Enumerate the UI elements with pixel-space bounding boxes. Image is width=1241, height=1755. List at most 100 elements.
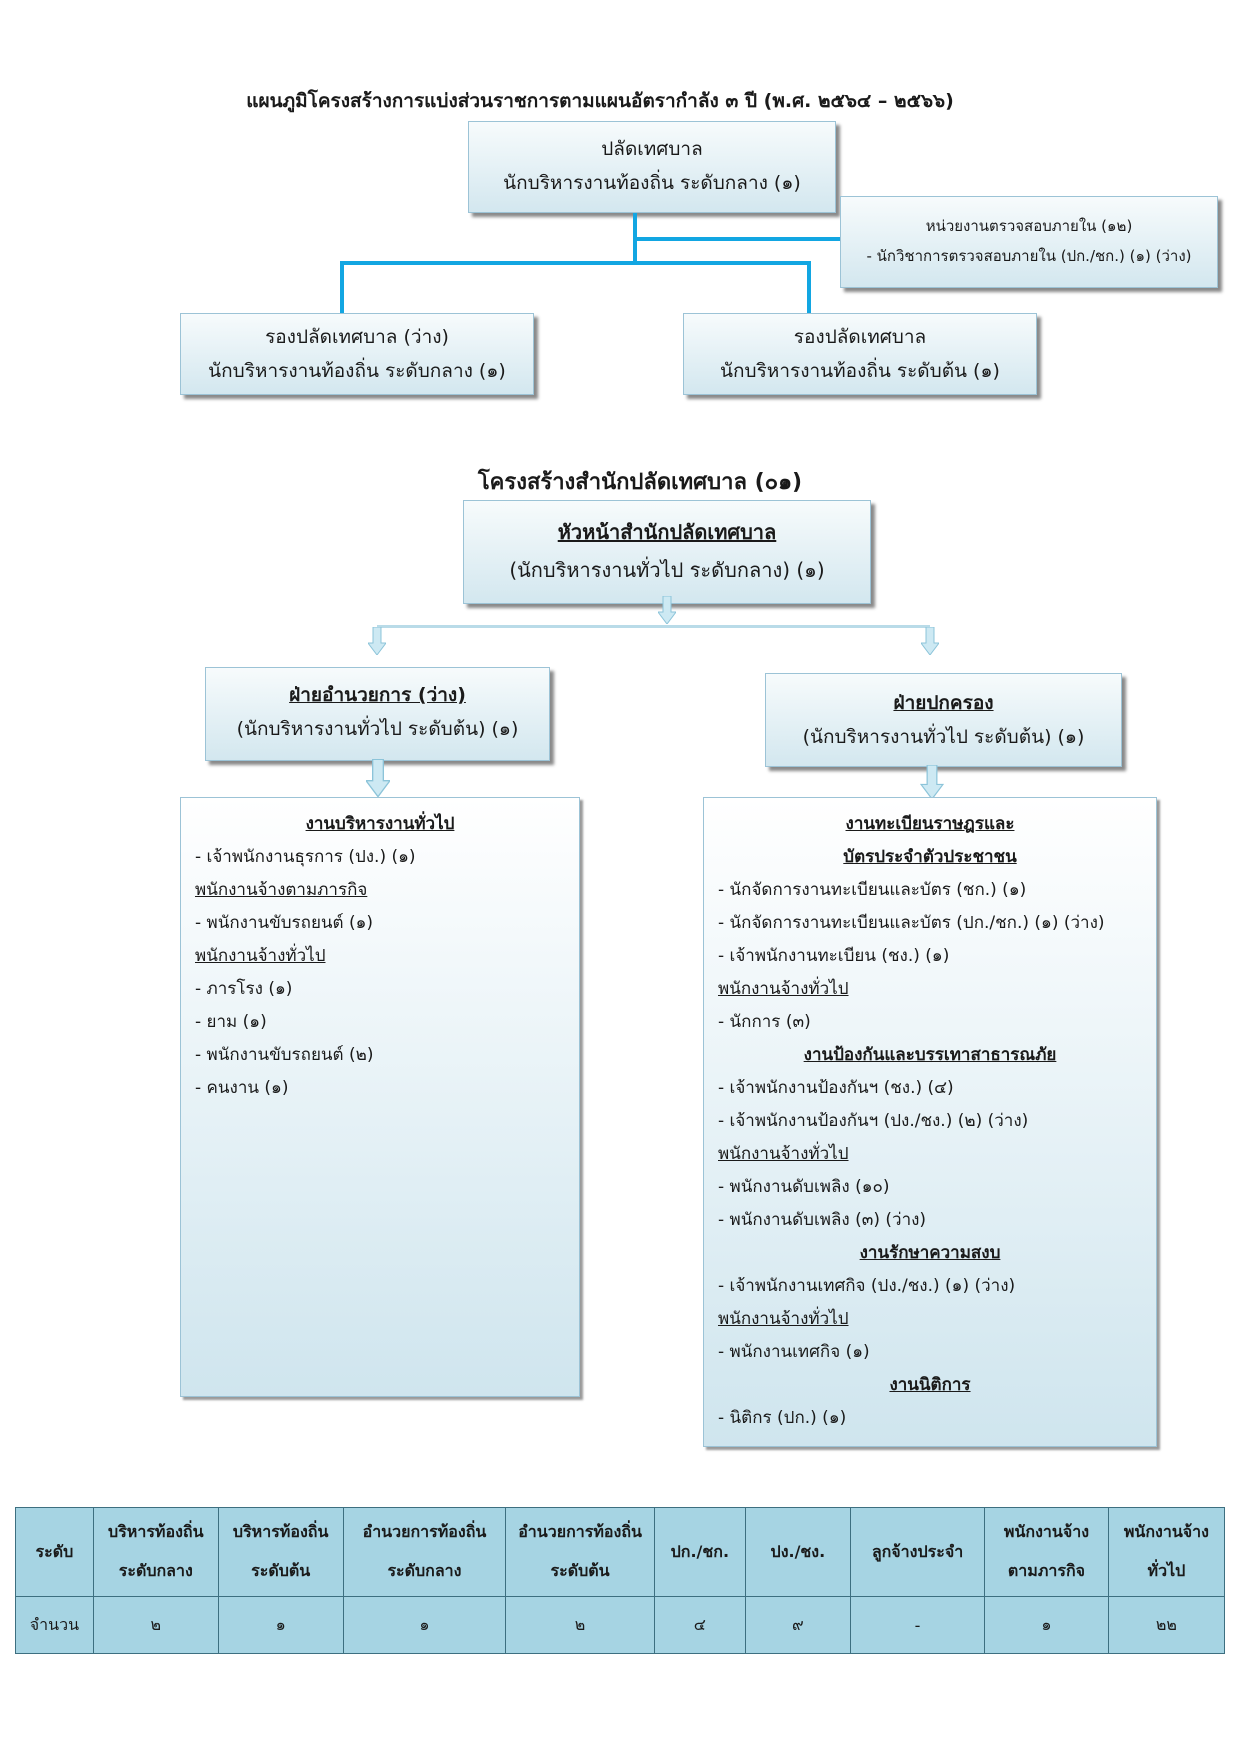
position-item: - นิติกร (ปก.) (๑)	[718, 1408, 847, 1428]
office-head-box: หัวหน้าสำนักปลัดเทศบาล (นักบริหารงานทั่ว…	[463, 500, 871, 604]
header-line-top: พนักงานจ้าง	[1123, 1522, 1209, 1541]
position-item: - เจ้าพนักงานเทศกิจ (ปง./ชง.) (๑) (ว่าง)	[718, 1276, 1016, 1296]
deputy-clerk-right-position: นักบริหารงานท้องถิ่น ระดับต้น (๑)	[720, 360, 1000, 382]
header-line-top: อำนวยการท้องถิ่น	[362, 1522, 487, 1541]
staff-category: พนักงานจ้างทั่วไป	[718, 979, 849, 999]
section-heading: งานรักษาความสงบ	[859, 1243, 1001, 1263]
connector-right-down	[807, 261, 811, 315]
table-header-cell: ระดับ	[15, 1507, 94, 1597]
count-cell: -	[849, 1596, 986, 1654]
section-heading: บัตรประจำตัวประชาชน	[843, 847, 1017, 867]
count-cell: ๒	[92, 1596, 219, 1654]
office-head-title: หัวหน้าสำนักปลัดเทศบาล	[557, 520, 777, 544]
header-line-bottom: ระดับกลาง	[387, 1561, 462, 1580]
arrow-down-icon	[368, 627, 386, 655]
table-header-cell: ปก./ชก.	[653, 1507, 746, 1597]
position-item: - พนักงานขับรถยนต์ (๒)	[195, 1045, 374, 1065]
deputy-clerk-right-title: รองปลัดเทศบาล	[793, 326, 927, 348]
count-cell: ๑	[984, 1596, 1109, 1654]
governance-division-position: (นักบริหารงานทั่วไป ระดับต้น) (๑)	[802, 726, 1085, 748]
header-line-top: ลูกจ้างประจำ	[871, 1541, 964, 1561]
header-line-bottom: ระดับต้น	[550, 1561, 610, 1580]
staff-category: พนักงานจ้างทั่วไป	[718, 1144, 849, 1164]
section-heading: งานนิติการ	[889, 1375, 971, 1395]
internal-audit-box: หน่วยงานตรวจสอบภายใน (๑๒) - นักวิชาการตร…	[840, 196, 1218, 288]
admin-division-position: (นักบริหารงานทั่วไป ระดับต้น) (๑)	[236, 718, 519, 740]
internal-audit-staff: - นักวิชาการตรวจสอบภายใน (ปก./ชก.) (๑) (…	[866, 247, 1192, 265]
main-title: แผนภูมิโครงสร้างการแบ่งส่วนราชการตามแผนอ…	[246, 90, 954, 112]
admin-division-box: ฝ่ายอำนวยการ (ว่าง) (นักบริหารงานทั่วไป …	[205, 667, 550, 761]
mayor-clerk-position: นักบริหารงานท้องถิ่น ระดับกลาง (๑)	[503, 172, 801, 194]
position-item: - เจ้าพนักงานทะเบียน (ชง.) (๑)	[718, 946, 950, 966]
section-heading: งานป้องกันและบรรเทาสาธารณภัย	[803, 1045, 1057, 1065]
position-item: - เจ้าพนักงานป้องกันฯ (ชง.) (๔)	[718, 1078, 954, 1098]
connector-left-down	[340, 261, 344, 315]
table-header-cell: พนักงานจ้างตามภารกิจ	[984, 1507, 1109, 1597]
count-cell: ๔	[653, 1596, 746, 1654]
header-line-top: พนักงานจ้าง	[1003, 1522, 1089, 1541]
deputy-clerk-left-position: นักบริหารงานท้องถิ่น ระดับกลาง (๑)	[208, 360, 506, 382]
section-heading: งานบริหารงานทั่วไป	[305, 814, 455, 834]
position-item: - ยาม (๑)	[195, 1012, 267, 1032]
arrow-down-icon	[366, 759, 390, 797]
table-header-cell: บริหารท้องถิ่นระดับต้น	[217, 1507, 344, 1597]
position-item: - เจ้าพนักงานธุรการ (ปง.) (๑)	[195, 847, 416, 867]
position-item: - พนักงานดับเพลิง (๓) (ว่าง)	[718, 1210, 927, 1230]
header-line-bottom: ทั่วไป	[1147, 1561, 1186, 1580]
count-cell: ๒๒	[1107, 1596, 1226, 1654]
table-header-cell: ลูกจ้างประจำ	[849, 1507, 986, 1597]
table-header-cell: พนักงานจ้างทั่วไป	[1107, 1507, 1226, 1597]
table-header-row: ระดับบริหารท้องถิ่นระดับกลางบริหารท้องถิ…	[15, 1507, 1226, 1597]
office-head-position: (นักบริหารงานทั่วไป ระดับกลาง) (๑)	[509, 558, 825, 582]
header-line-top: บริหารท้องถิ่น	[232, 1522, 329, 1541]
section-heading: งานทะเบียนราษฎรและ	[845, 814, 1015, 834]
staff-summary-table: ระดับบริหารท้องถิ่นระดับกลางบริหารท้องถิ…	[15, 1507, 1226, 1654]
header-line-top: บริหารท้องถิ่น	[108, 1522, 204, 1541]
arrow-down-icon	[921, 627, 939, 655]
header-line-bottom: ระดับกลาง	[118, 1561, 193, 1580]
count-cell: ๙	[744, 1596, 851, 1654]
position-item: - พนักงานเทศกิจ (๑)	[718, 1342, 870, 1362]
position-item: - นักจัดการงานทะเบียนและบัตร (ปก./ชก.) (…	[718, 913, 1105, 933]
deputy-clerk-right-box: รองปลัดเทศบาล นักบริหารงานท้องถิ่น ระดับ…	[683, 313, 1037, 395]
header-line-bottom: ตามภารกิจ	[1007, 1561, 1086, 1580]
table-header-cell: อำนวยการท้องถิ่นระดับกลาง	[342, 1507, 507, 1597]
position-item: - พนักงานขับรถยนต์ (๑)	[195, 913, 374, 933]
arrow-down-icon	[920, 765, 944, 799]
governance-division-title: ฝ่ายปกครอง	[893, 692, 994, 714]
table-row: จำนวน๒๑๑๒๔๙-๑๒๒	[15, 1596, 1226, 1654]
staff-category: พนักงานจ้างตามภารกิจ	[195, 880, 368, 900]
count-cell: ๑	[342, 1596, 507, 1654]
position-item: - ภารโรง (๑)	[195, 979, 293, 999]
header-line-bottom: ระดับต้น	[251, 1561, 311, 1580]
general-admin-panel: งานบริหารงานทั่วไป - เจ้าพนักงานธุรการ (ป…	[180, 797, 580, 1397]
office-branch-line	[377, 625, 930, 628]
staff-category: พนักงานจ้างทั่วไป	[718, 1309, 849, 1329]
connector-audit	[635, 237, 840, 241]
mayor-clerk-box: ปลัดเทศบาล นักบริหารงานท้องถิ่น ระดับกลา…	[468, 121, 836, 213]
count-cell: ๒	[505, 1596, 655, 1654]
position-item: - นักการ (๓)	[718, 1012, 811, 1032]
position-item: - นักจัดการงานทะเบียนและบัตร (ชก.) (๑)	[718, 880, 1027, 900]
deputy-clerk-left-title: รองปลัดเทศบาล (ว่าง)	[265, 326, 449, 348]
header-line-top: ปก./ชก.	[670, 1541, 730, 1561]
mayor-clerk-title: ปลัดเทศบาล	[601, 138, 703, 160]
header-line-top: อำนวยการท้องถิ่น	[518, 1522, 642, 1541]
table-header-cell: บริหารท้องถิ่นระดับกลาง	[92, 1507, 219, 1597]
position-item: - เจ้าพนักงานป้องกันฯ (ปง./ชง.) (๒) (ว่า…	[718, 1111, 1029, 1131]
arrow-down-icon	[658, 596, 676, 624]
connector-horizontal	[340, 261, 811, 265]
position-item: - คนงาน (๑)	[195, 1078, 289, 1098]
position-item: - พนักงานดับเพลิง (๑๐)	[718, 1177, 890, 1197]
row-label-cell: จำนวน	[15, 1596, 94, 1654]
governance-division-box: ฝ่ายปกครอง (นักบริหารงานทั่วไป ระดับต้น)…	[765, 673, 1122, 767]
staff-category: พนักงานจ้างทั่วไป	[195, 946, 326, 966]
governance-panel: งานทะเบียนราษฎรและบัตรประจำตัวประชาชน - น…	[703, 797, 1157, 1447]
admin-division-title: ฝ่ายอำนวยการ (ว่าง)	[289, 684, 466, 706]
deputy-clerk-left-box: รองปลัดเทศบาล (ว่าง) นักบริหารงานท้องถิ่…	[180, 313, 534, 395]
internal-audit-title: หน่วยงานตรวจสอบภายใน (๑๒)	[925, 217, 1133, 235]
table-header-cell: ปง./ชง.	[744, 1507, 851, 1597]
table-header-cell: อำนวยการท้องถิ่นระดับต้น	[505, 1507, 655, 1597]
count-cell: ๑	[217, 1596, 344, 1654]
header-line-top: ปง./ชง.	[770, 1541, 826, 1561]
